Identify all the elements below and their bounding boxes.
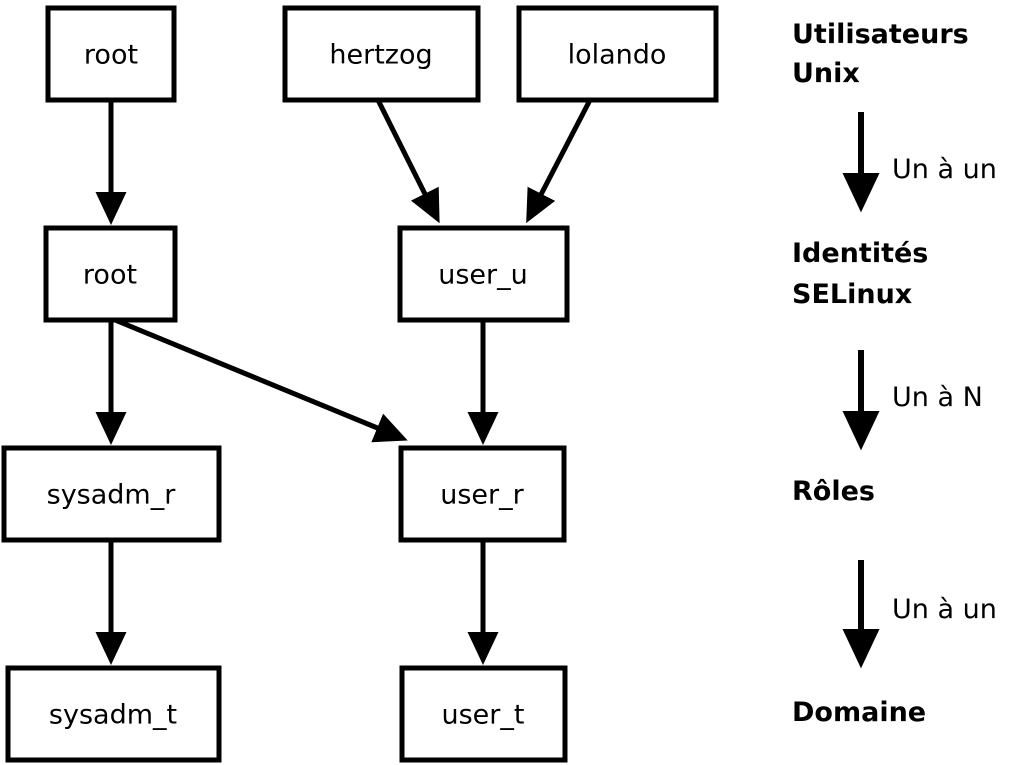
legend-arrow-selinux-to-roles: Un à N [842,350,983,451]
node-identity-user_u[interactable]: user_u [397,225,570,323]
node-role-sysadm_r[interactable]: sysadm_r [1,445,222,543]
edges-group [95,98,593,665]
node-role-user_r[interactable]: user_r [398,445,567,543]
legend-level-domain: Domaine [792,697,926,728]
legend-level-roles: Rôles [792,476,875,507]
node-label: sysadm_r [47,480,177,511]
legend-level-line: Rôles [792,476,875,507]
legend-level-line: Utilisateurs [792,19,969,50]
legend-arrow-caption: Un à N [892,382,983,413]
legend-level-line: Unix [792,58,860,89]
legend-level-selinux: Identités SELinux [792,238,928,310]
legend-arrow-roles-to-domain: Un à un [842,560,997,669]
node-domain-user_t[interactable]: user_t [399,665,568,763]
node-label: sysadm_t [49,700,177,731]
node-label: root [83,260,137,291]
node-label: user_u [438,260,528,291]
node-label: root [84,40,138,71]
node-label: user_r [440,480,524,511]
node-label: lolando [568,40,667,71]
legend-level-line: Identités [792,238,928,269]
legend-arrow-unix-to-selinux: Un à un [842,112,997,213]
node-domain-sysadm_t[interactable]: sysadm_t [5,665,222,763]
legend-arrow-caption: Un à un [892,594,997,625]
node-unix-hertzog[interactable]: hertzog [282,5,481,103]
edge-ident-root-to-user_r [114,317,408,443]
node-label: hertzog [329,40,432,71]
node-identity-root[interactable]: root [43,225,178,323]
node-unix-lolando[interactable]: lolando [516,5,719,103]
edge-lolando-to-user_u [526,98,593,224]
node-label: user_t [442,700,525,731]
legend-level-line: SELinux [792,279,912,310]
node-unix-root[interactable]: root [45,5,177,103]
legend-arrow-caption: Un à un [892,154,997,185]
legend-level-unix: Utilisateurs Unix [792,19,969,89]
edge-hertzog-to-user_u [375,98,440,224]
legend-level-line: Domaine [792,697,926,728]
